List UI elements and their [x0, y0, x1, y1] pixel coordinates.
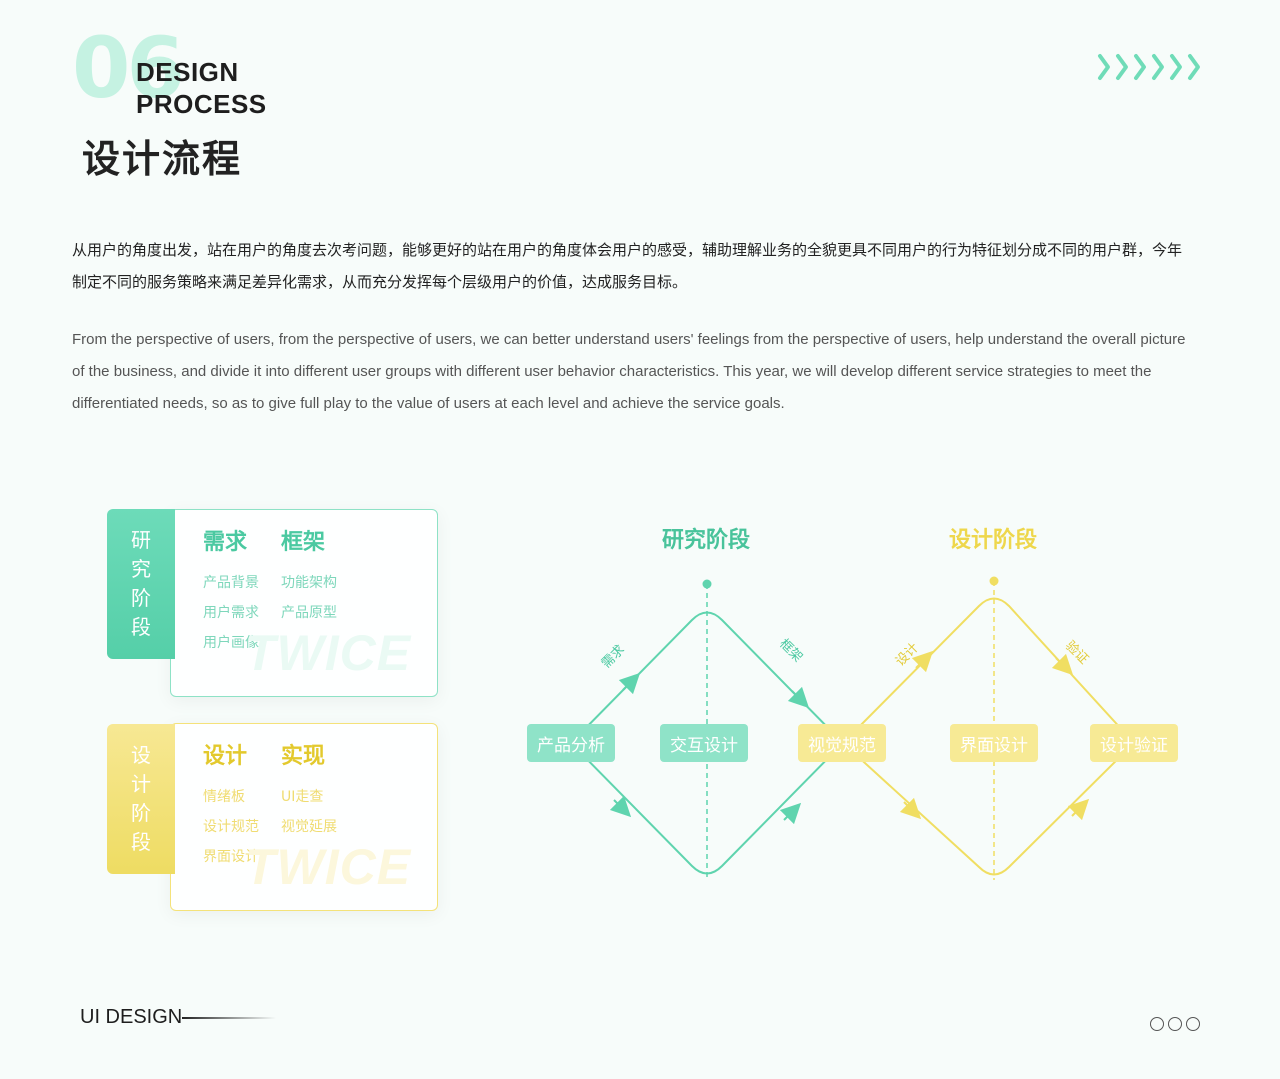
tab-char: 段 [131, 830, 151, 854]
design-stage-title: 设计阶段 [948, 528, 1037, 553]
node-visual-spec: 视觉规范 [798, 724, 886, 762]
design-arrow [899, 797, 922, 820]
design-arrow [911, 650, 934, 673]
chevron-right-icon [1188, 54, 1200, 80]
tab-char: 段 [131, 615, 151, 639]
design-axis-dot [989, 576, 999, 586]
design-arrow [1067, 798, 1090, 821]
tab-char: 计 [131, 772, 151, 796]
node-interaction-design: 交互设计 [660, 724, 748, 762]
page-dot[interactable] [1186, 1017, 1200, 1031]
chevron-right-icon [1134, 54, 1146, 80]
intro-chinese-paragraph: 从用户的角度出发，站在用户的角度去次考问题，能够更好的站在用户的角度体会用户的感… [72, 241, 1183, 291]
research-item: 用户需求 [203, 605, 259, 621]
research-arrow [787, 686, 810, 709]
chinese-title: 设计流程 [82, 137, 243, 181]
research-item: 功能架构 [281, 575, 337, 591]
design-item: UI走查 [281, 789, 324, 805]
chevron-right-icon [1152, 54, 1164, 80]
node-product-analysis: 产品分析 [527, 724, 615, 762]
research-col2-title: 框架 [281, 530, 326, 555]
design-item: 设计规范 [203, 819, 259, 835]
tab-char: 研 [131, 528, 151, 552]
chevron-right-icon [1098, 54, 1110, 80]
tab-char: 阶 [131, 586, 151, 610]
footer-title: UI DESIGN [80, 1006, 183, 1028]
research-item: 产品背景 [203, 575, 259, 591]
design-item: 界面设计 [203, 849, 259, 865]
node-design-verification: 设计验证 [1090, 724, 1178, 762]
research-arrow [618, 672, 641, 695]
design-stage-tab: 设 计 阶 段 [107, 724, 175, 874]
research-item: 用户画像 [203, 635, 259, 651]
footer-divider [182, 1017, 276, 1019]
research-arrow [779, 802, 802, 825]
tab-char: 阶 [131, 801, 151, 825]
english-title: DESIGN PROCESS [136, 56, 267, 120]
design-watermark: TWICE [245, 839, 412, 895]
tab-char: 究 [131, 557, 151, 581]
research-stage-card: 需求 框架 产品背景 用户需求 用户画像 功能架构 产品原型 TWICE [170, 509, 438, 697]
english-title-line2: PROCESS [136, 89, 267, 119]
english-title-line1: DESIGN [136, 57, 239, 87]
research-col1-title: 需求 [203, 530, 248, 555]
tab-char: 设 [131, 743, 151, 767]
design-col1-title: 设计 [203, 744, 248, 769]
chevron-right-icon-row [1098, 54, 1200, 80]
node-interface-design: 界面设计 [950, 724, 1038, 762]
research-arrow [609, 795, 632, 818]
intro-english-paragraph: From the perspective of users, from the … [72, 331, 1186, 412]
chevron-right-icon [1116, 54, 1128, 80]
research-axis-dot [702, 579, 712, 589]
section-number: 06 [72, 19, 185, 117]
research-stage-tab: 研 究 阶 段 [107, 509, 175, 659]
chevron-right-icon [1170, 54, 1182, 80]
page-dot[interactable] [1150, 1017, 1164, 1031]
research-item: 产品原型 [281, 605, 337, 621]
page-indicator [1150, 1017, 1200, 1031]
design-item: 视觉延展 [281, 819, 337, 835]
research-stage-title: 研究阶段 [661, 528, 750, 553]
design-stage-card: 设计 实现 情绪板 设计规范 界面设计 UI走查 视觉延展 TWICE [170, 723, 438, 911]
page-dot[interactable] [1168, 1017, 1182, 1031]
research-watermark: TWICE [245, 625, 412, 681]
design-arrow [1051, 653, 1074, 676]
design-col2-title: 实现 [281, 744, 326, 769]
design-item: 情绪板 [203, 789, 245, 805]
